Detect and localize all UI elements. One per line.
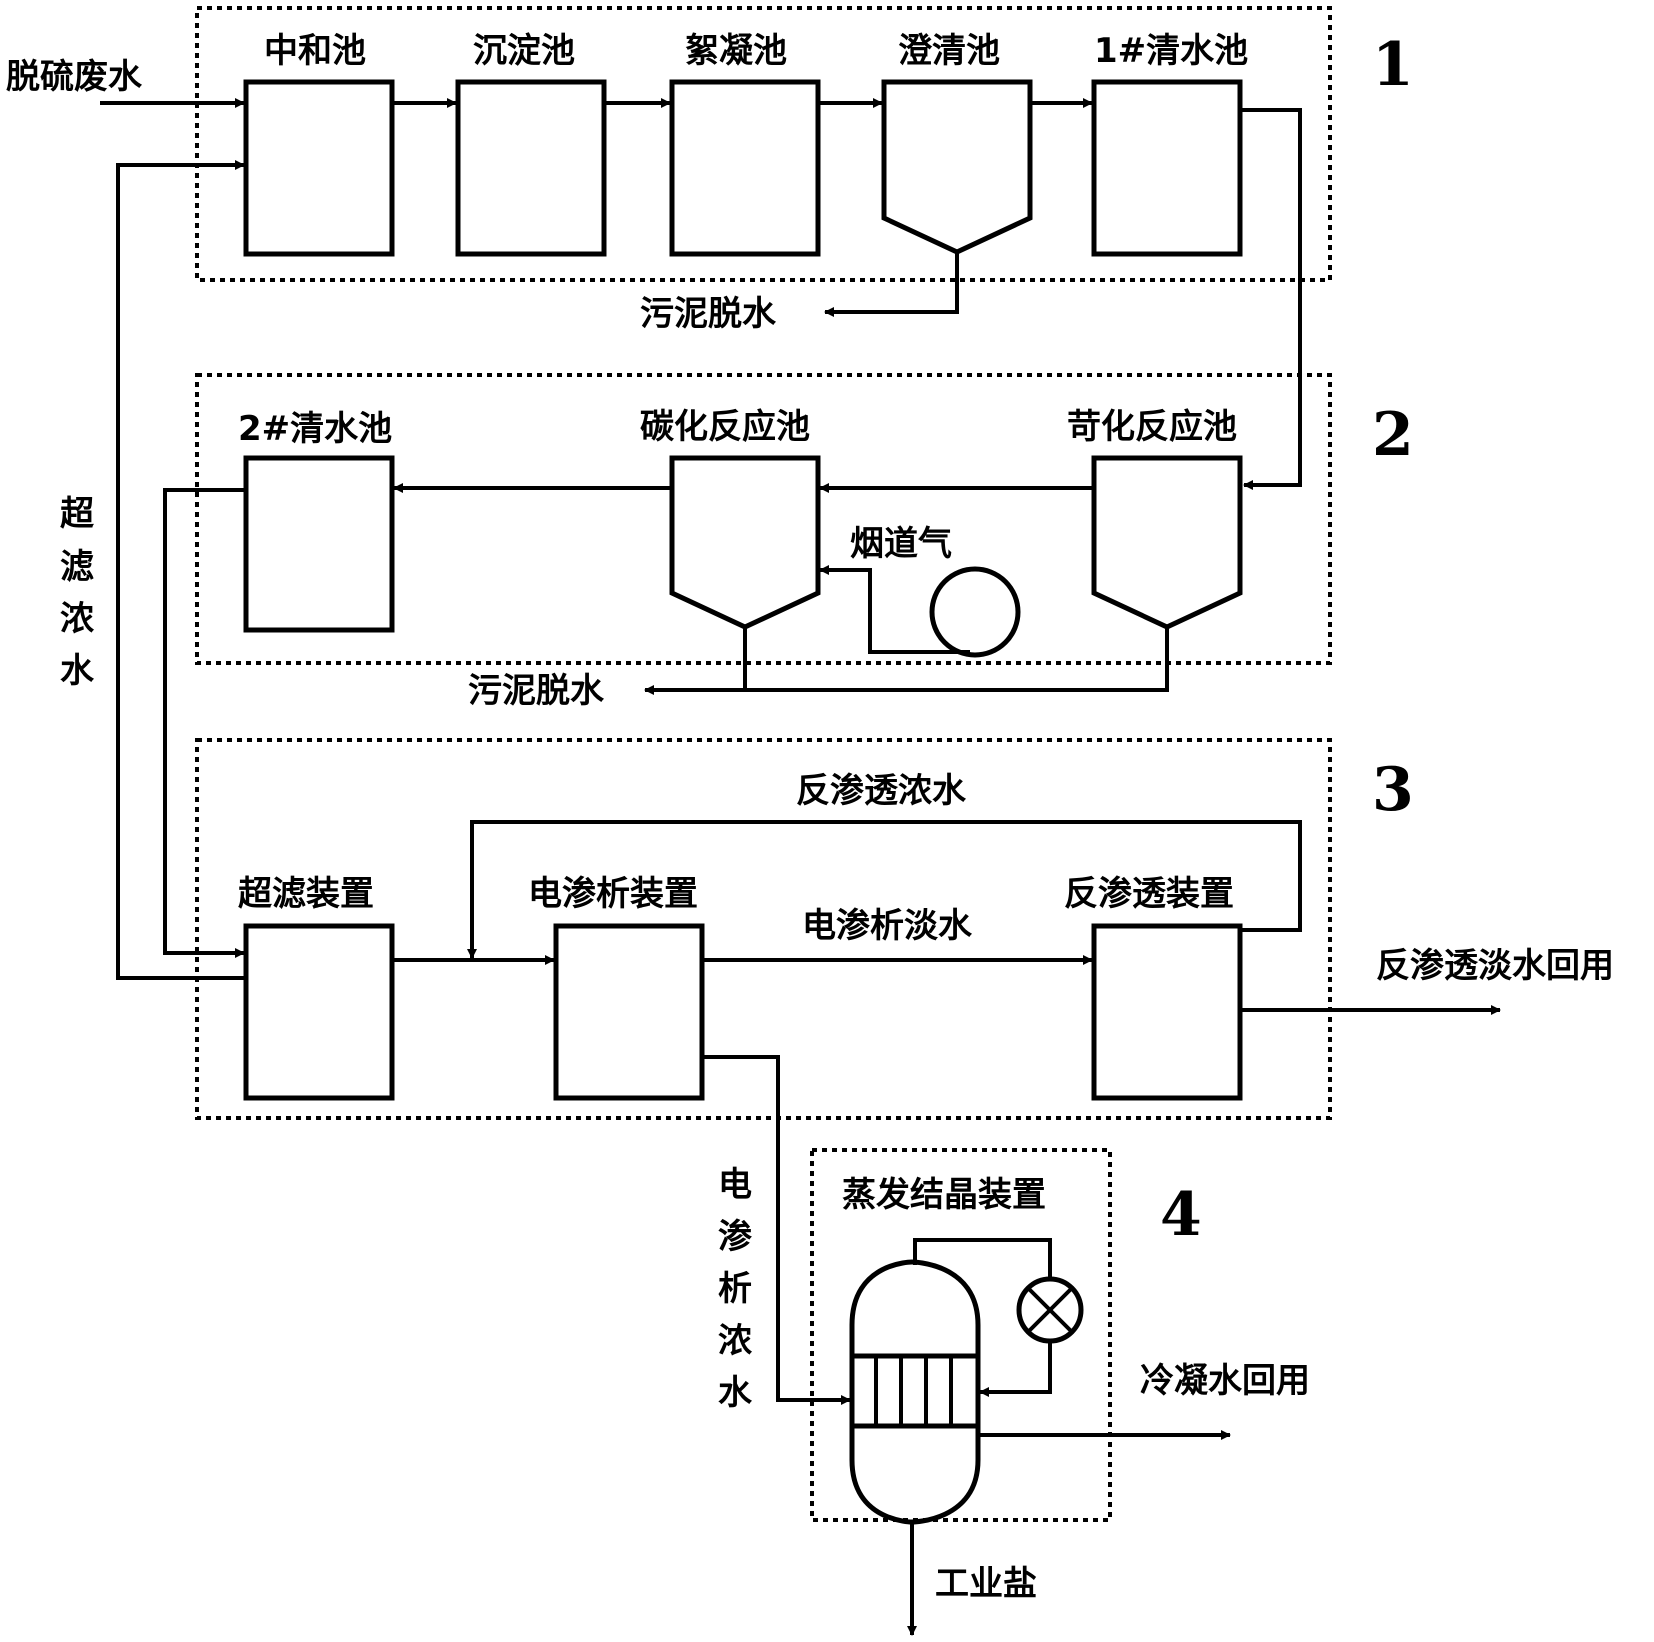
blower-icon	[929, 566, 1021, 658]
ed-concentrate-char-3: 析	[718, 1269, 752, 1309]
inlet-label: 脱硫废水	[6, 57, 143, 97]
flocculation-tank-label: 絮凝池	[685, 31, 787, 71]
ed-device	[553, 923, 705, 1101]
uf-concentrate-char-1: 超	[60, 494, 95, 534]
sludge-line-1	[824, 252, 959, 317]
salt-label: 工业盐	[935, 1564, 1037, 1604]
vapor-return-line	[979, 1342, 1052, 1397]
vapor-line-top	[913, 1238, 1052, 1278]
clear-water-tank-1-label: 1#清水池	[1094, 31, 1248, 71]
line-to-uf	[163, 488, 246, 958]
section-3-number: 3	[1372, 755, 1414, 825]
section-3-frame	[195, 738, 1332, 1120]
clarifier-tank-label: 澄清池	[898, 31, 1000, 71]
causticization-tank	[1091, 455, 1243, 630]
condensate-label: 冷凝水回用	[1140, 1361, 1310, 1401]
ed-device-label: 电渗析装置	[528, 874, 698, 914]
clear-water-tank-2-label: 2#清水池	[238, 409, 392, 449]
carbonation-tank	[669, 455, 821, 630]
uf-concentrate-char-2: 滤	[60, 547, 94, 587]
ed-concentrate-char-1: 电	[718, 1165, 752, 1205]
ro-device	[1091, 923, 1243, 1101]
causticization-tank-label: 苛化反应池	[1067, 407, 1237, 447]
clear-water-tank-2	[243, 455, 395, 633]
ed-concentrate-char-5: 水	[718, 1373, 753, 1413]
section-4-frame	[810, 1148, 1112, 1522]
ed-concentrate-char-2: 渗	[718, 1217, 753, 1257]
ed-concentrate-line	[702, 1055, 851, 1405]
uf-device-label: 超滤装置	[238, 874, 374, 914]
section-4-number: 4	[1160, 1180, 1202, 1250]
compressor-icon	[1016, 1276, 1084, 1344]
section-1-frame	[195, 6, 1332, 282]
ed-dilute-label: 电渗析淡水	[802, 906, 973, 946]
uf-device	[243, 923, 395, 1101]
neutralization-tank	[243, 79, 395, 257]
carbonation-tank-label: 碳化反应池	[640, 407, 810, 447]
flue-gas-line	[819, 565, 970, 654]
ro-concentrate-recycle	[467, 820, 1302, 959]
sludge-label-1: 污泥脱水	[640, 294, 777, 334]
evaporator-label: 蒸发结晶装置	[842, 1175, 1046, 1215]
line-to-softening	[1240, 108, 1302, 490]
evaporator-vessel	[849, 1259, 981, 1525]
clear-water-tank-1	[1091, 79, 1243, 257]
sludge-label-2: 污泥脱水	[468, 671, 605, 711]
clarifier-tank	[881, 79, 1033, 255]
uf-concentrate-char-3: 浓	[60, 599, 95, 639]
ro-device-label: 反渗透装置	[1064, 874, 1234, 914]
ro-concentrate-label: 反渗透浓水	[796, 771, 967, 811]
heat-exchanger-bundle	[849, 1353, 981, 1429]
ed-concentrate-char-4: 浓	[718, 1321, 753, 1361]
uf-concentrate-recycle	[116, 160, 246, 980]
flue-gas-label: 烟道气	[850, 524, 952, 564]
sludge-line-2	[644, 627, 1169, 695]
neutralization-tank-label: 中和池	[264, 31, 366, 71]
compressor-cross-b	[1026, 1286, 1074, 1334]
section-2-number: 2	[1372, 400, 1414, 470]
section-1-number: 1	[1372, 30, 1414, 100]
flocculation-tank	[669, 79, 821, 257]
ro-permeate-label: 反渗透淡水回用	[1376, 946, 1614, 986]
uf-concentrate-char-4: 水	[60, 651, 95, 691]
settling-tank	[455, 79, 607, 257]
settling-tank-label: 沉淀池	[473, 31, 575, 71]
